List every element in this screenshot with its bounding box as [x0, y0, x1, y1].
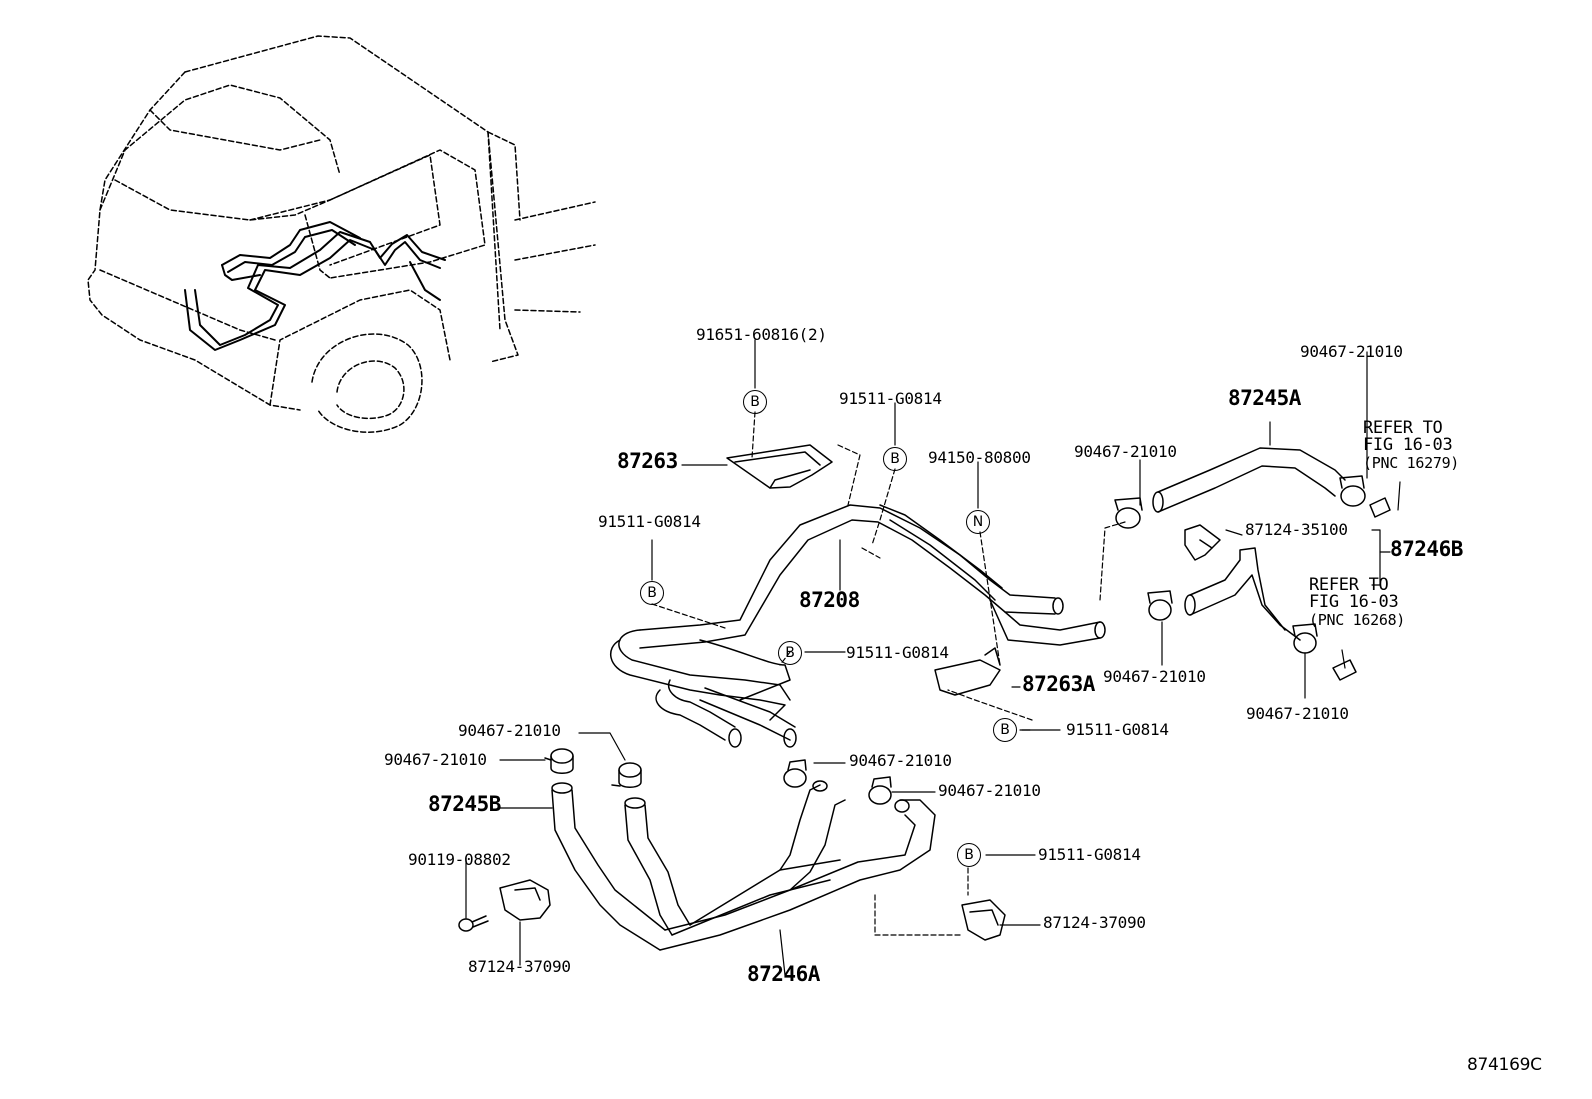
clamp-90467-mid-right	[1147, 590, 1173, 621]
marker-b-91651: B	[743, 390, 767, 414]
clip-87124-37090-left	[499, 879, 551, 921]
label-pnc-16268: (PNC 16268)	[1309, 611, 1406, 629]
label-91511-g0814-left: 91511-G0814	[598, 512, 701, 531]
truck-pipe-routing	[184, 221, 446, 351]
hose-87245A	[1152, 447, 1346, 513]
label-87246B: 87246B	[1390, 537, 1463, 561]
leader-lines	[465, 339, 1401, 976]
label-91511-g0814-mid: 91511-G0814	[846, 643, 949, 662]
label-refer-to-2: REFER TO	[1309, 575, 1389, 595]
label-91511-g0814-lower-mid: 91511-G0814	[1066, 720, 1169, 739]
clamp-90467-lower-left-a	[544, 748, 574, 774]
label-90467-21010-left-b: 90467-21010	[384, 750, 487, 769]
hose-87246A	[659, 780, 936, 951]
label-87245A: 87245A	[1228, 386, 1301, 410]
bracket-87263A	[934, 647, 1001, 696]
clamp-90467-lower-center-b	[868, 776, 892, 805]
label-refer-to-1: REFER TO	[1363, 418, 1443, 438]
label-90467-21010-top-right: 90467-21010	[1300, 342, 1403, 361]
diagram-id: 874169C	[1467, 1055, 1542, 1075]
label-87124-35100: 87124-35100	[1245, 520, 1348, 539]
label-90119-08802: 90119-08802	[408, 850, 511, 869]
marker-b-91511-left: B	[640, 581, 664, 605]
label-91511-g0814-bottom: 91511-G0814	[1038, 845, 1141, 864]
label-91511-g0814-top: 91511-G0814	[839, 389, 942, 408]
label-87208: 87208	[799, 588, 860, 612]
hose-87245B	[551, 782, 691, 951]
pipe-87208	[610, 504, 1106, 748]
truck-outline	[87, 35, 596, 433]
label-90467-21010-left-a: 90467-21010	[458, 721, 561, 740]
label-94150-80800: 94150-80800	[928, 448, 1031, 467]
marker-b-91511-top: B	[883, 447, 907, 471]
marker-b-91511-bottom: B	[957, 843, 981, 867]
label-fig-16-03-2: FIG 16-03	[1309, 592, 1399, 612]
clamp-90467-lower-center-a	[783, 759, 807, 788]
label-90467-21010-center-a: 90467-21010	[849, 751, 952, 770]
label-87263A: 87263A	[1022, 672, 1095, 696]
clamp-90467-lower-left-b	[611, 762, 642, 788]
label-87124-37090-left: 87124-37090	[468, 957, 571, 976]
clip-87124-37090-right	[961, 899, 1006, 941]
marker-b-91511-mid: B	[778, 641, 802, 665]
label-fig-16-03-1: FIG 16-03	[1363, 435, 1453, 455]
marker-b-91511-lower-mid: B	[993, 718, 1017, 742]
clamp-90467-right-lower	[1292, 623, 1357, 681]
clamp-90467-upper-right	[1339, 475, 1391, 518]
bracket-87263	[726, 444, 833, 489]
label-87124-37090-right: 87124-37090	[1043, 913, 1146, 932]
clamp-90467-upper-mid	[1114, 497, 1143, 529]
label-91651-60816: 91651-60816(2)	[696, 325, 827, 344]
label-87263: 87263	[617, 449, 678, 473]
label-90467-21010-top-mid: 90467-21010	[1074, 442, 1177, 461]
label-90467-21010-mid-a: 90467-21010	[1103, 667, 1206, 686]
bolt-90119	[458, 915, 489, 932]
label-90467-21010-mid-b: 90467-21010	[1246, 704, 1349, 723]
label-90467-21010-center-b: 90467-21010	[938, 781, 1041, 800]
label-87245B: 87245B	[428, 792, 501, 816]
marker-n-94150: N	[966, 510, 990, 534]
label-87246A: 87246A	[747, 962, 820, 986]
hose-87246B	[1184, 524, 1301, 641]
label-pnc-16279: (PNC 16279)	[1363, 454, 1460, 472]
